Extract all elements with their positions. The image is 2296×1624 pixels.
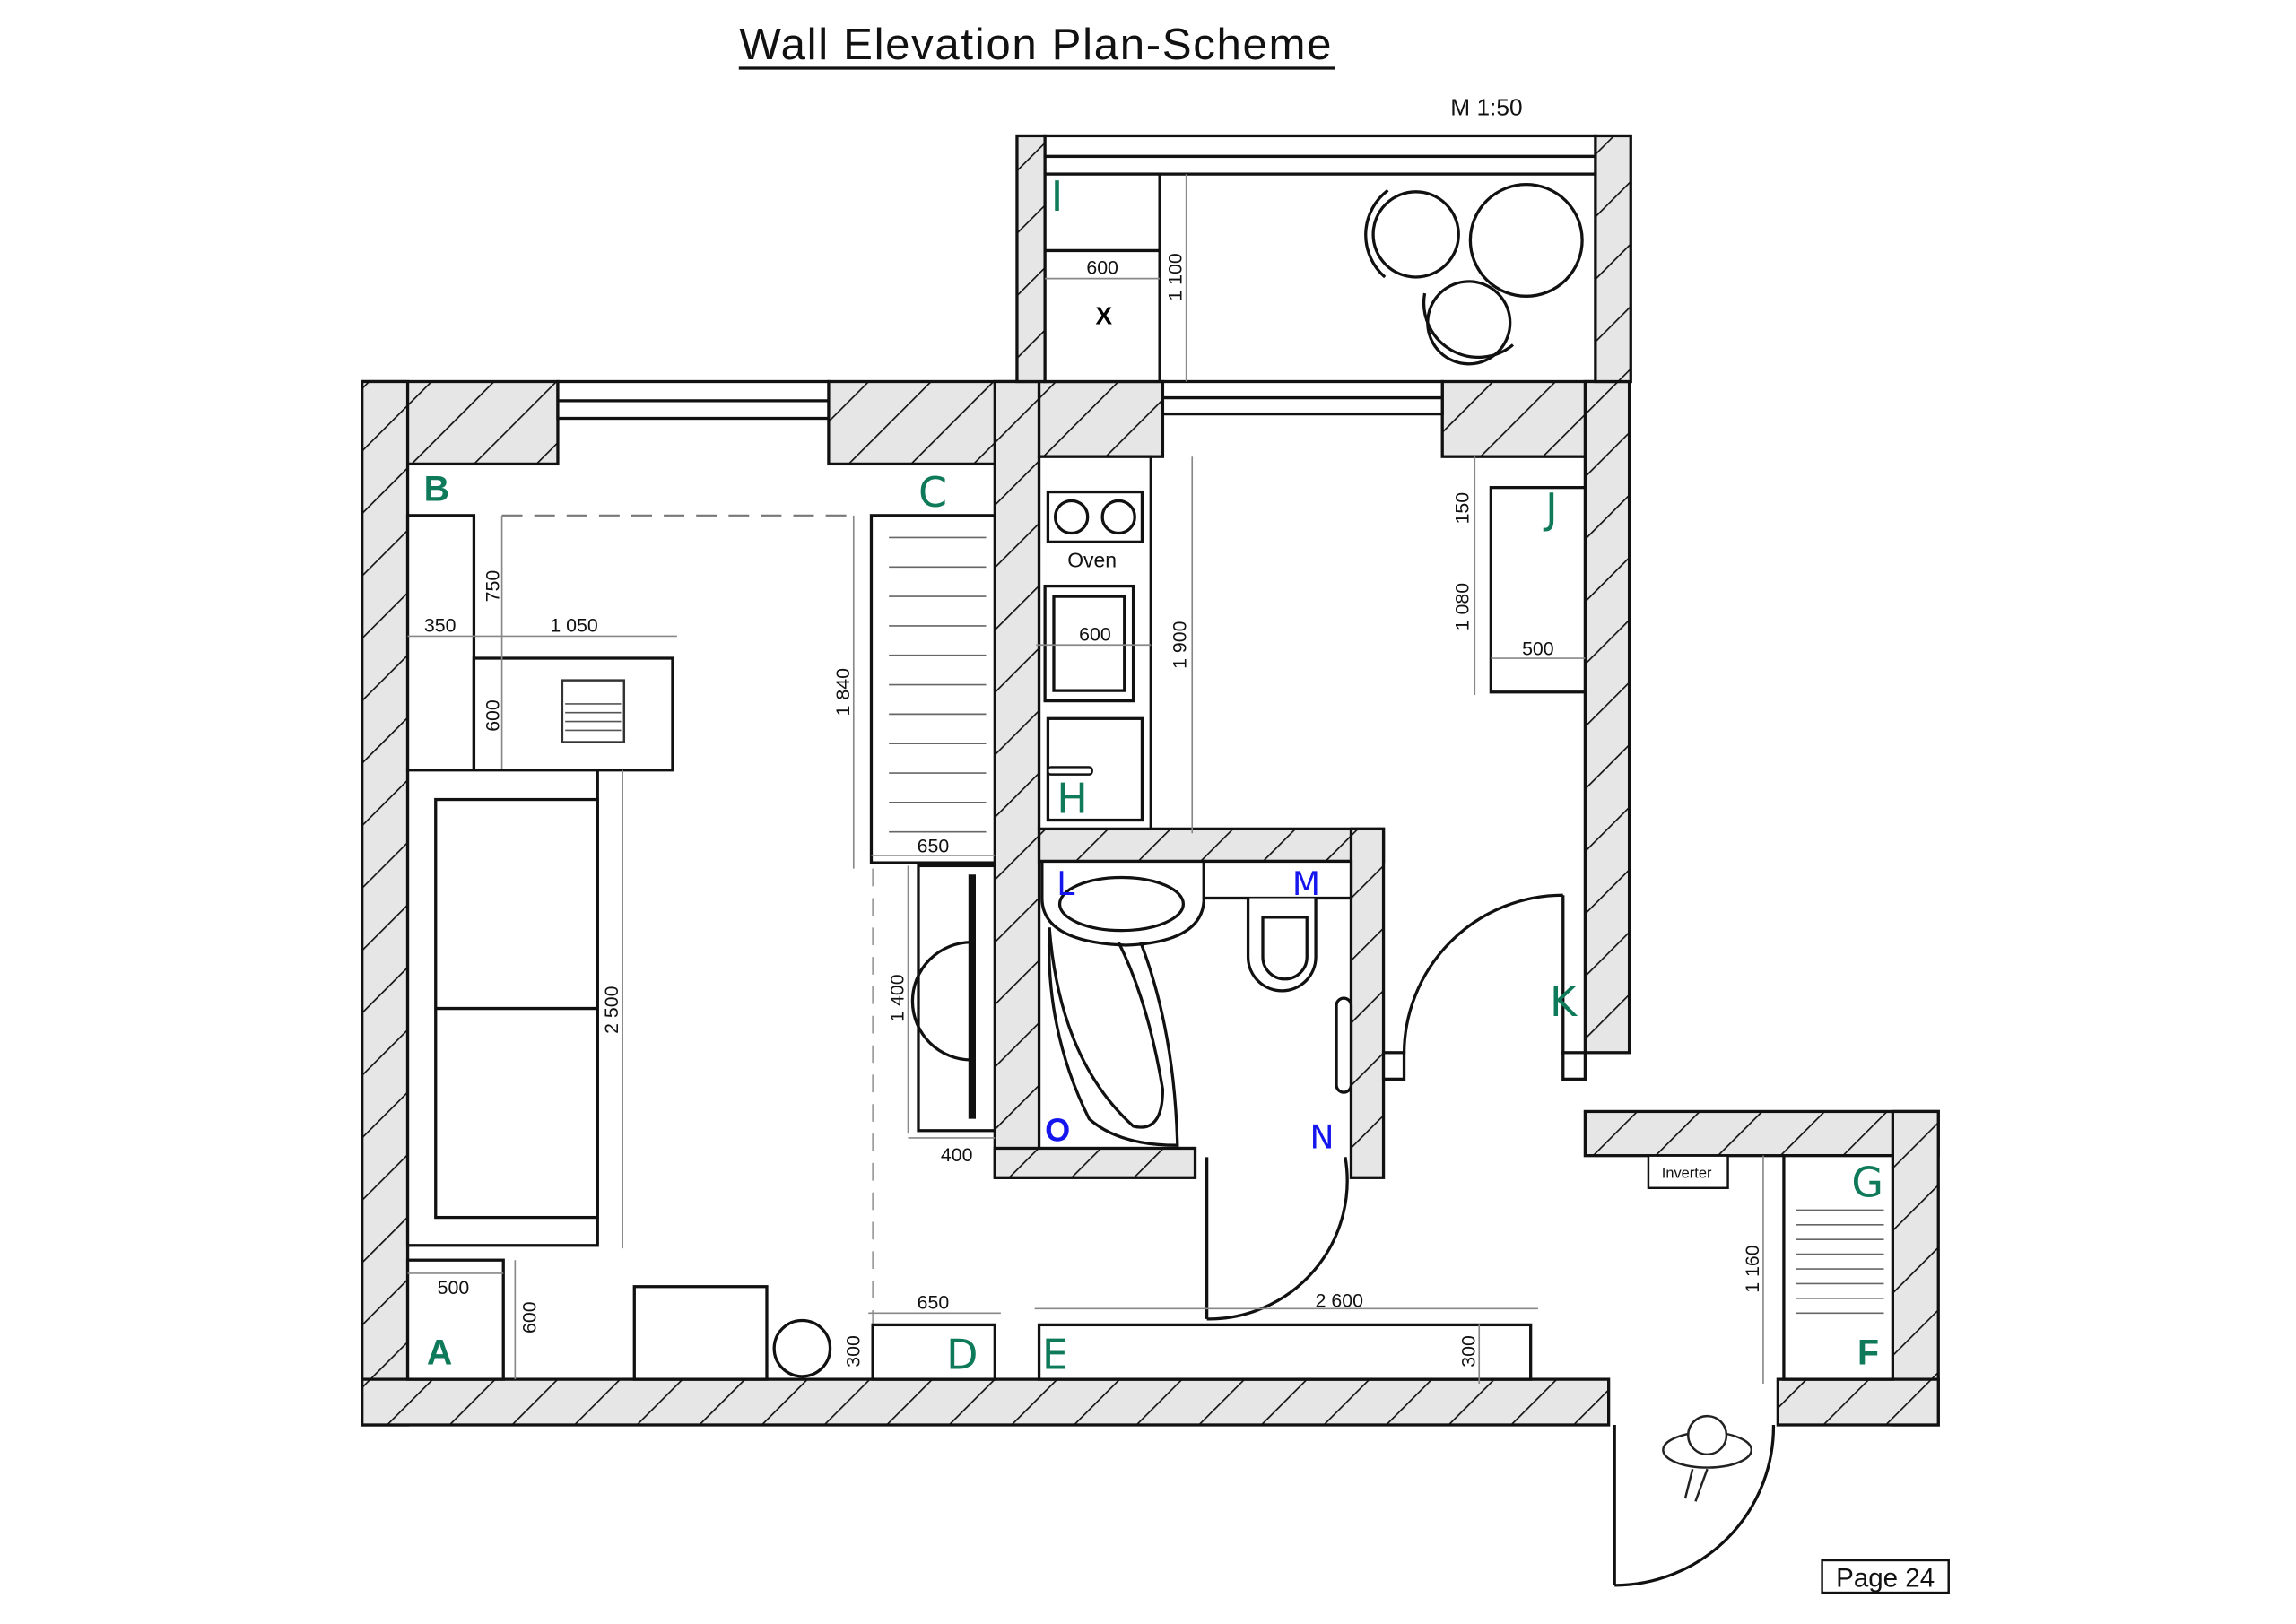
person-icon [1662,1414,1753,1502]
dim-750: 750 [482,570,503,603]
dim-1050: 1 050 [550,614,598,636]
room-label-b: B [424,469,449,508]
cabinet-j [1489,486,1587,694]
tv-unit [910,864,996,1133]
hob [1046,490,1144,544]
room-label-l: L [1057,864,1074,903]
inverter-label: Inverter [1662,1165,1712,1181]
oven [1043,584,1135,703]
dim-j-150: 150 [1452,492,1474,525]
bathtub [1048,927,1165,1129]
inverter-box [1647,1154,1729,1190]
room-label-d: D [946,1331,978,1379]
living-room: B C 350 1 050 750 600 2 500 1 840 650 1 … [405,468,1001,1381]
walls [361,134,1940,1427]
room-label-o: O [1045,1111,1070,1148]
page-title: Wall Elevation Plan-Scheme [739,20,1333,69]
room-label-j: J [1543,484,1558,533]
room-label-a: A [427,1333,452,1373]
room-label-h: H [1057,774,1088,822]
scale-label: M 1:50 [1450,93,1522,120]
dim-desk-600: 600 [482,699,503,732]
room-label-k: K [1550,977,1578,1026]
dim-oven-600: 600 [1079,623,1111,645]
dim-1400: 1 400 [887,974,909,1022]
round-stool [772,1318,832,1378]
x-mark: X [1095,302,1112,330]
entrance-door-swing [1614,1424,1776,1587]
shelf-b [405,514,476,772]
dim-a-500: 500 [438,1277,470,1298]
dim-g-1160: 1 160 [1742,1245,1763,1293]
wardrobe-c [869,514,996,864]
dim-2500: 2 500 [601,986,622,1034]
dim-d-650: 650 [918,1291,950,1313]
dim-d-300: 300 [842,1335,864,1368]
windows [556,134,1597,421]
round-table-chairs [1364,182,1584,366]
dim-e-2600: 2 600 [1316,1290,1364,1312]
dim-1900: 1 900 [1170,621,1191,669]
dim-350: 350 [424,614,457,636]
dim-e-300: 300 [1457,1335,1479,1368]
room-label-m: M [1292,864,1320,903]
dim-a-600: 600 [518,1301,540,1333]
cabinet-d [871,1323,996,1381]
dim-400: 400 [941,1144,973,1166]
cabinet-e [1037,1323,1533,1381]
dim-j-1080: 1 080 [1452,583,1474,631]
balcony: I X 600 1 100 [1043,172,1584,384]
hall: 2 600 300 E Inverter G F 1 160 [1034,1154,1894,1587]
room-label-g: G [1851,1159,1883,1207]
dim-balcony-1100: 1 100 [1165,253,1187,301]
bathroom: L M O N [1040,859,1353,1321]
room-label-n: N [1310,1117,1335,1156]
dim-balcony-600: 600 [1086,257,1118,279]
laptop-icon [561,679,626,743]
sofa [405,769,599,1247]
oven-label: Oven [1067,548,1117,571]
dim-c-650: 650 [918,836,950,857]
room-label-f: F [1857,1333,1879,1373]
room-label-e: E [1042,1331,1068,1379]
wardrobe-g [1782,1154,1894,1381]
box-furniture [632,1285,769,1381]
kitchen: Oven 600 H 1 900 J 150 1 080 500 K [1036,455,1587,1081]
room-label-c: C [918,468,947,517]
room-label-i: I [1051,172,1064,221]
page-number: Page 24 [1836,1564,1935,1594]
dim-j-500: 500 [1522,638,1554,660]
cabinet-a [405,1258,505,1381]
page-number-box [1821,1559,1950,1594]
dim-1840: 1 840 [832,668,854,716]
